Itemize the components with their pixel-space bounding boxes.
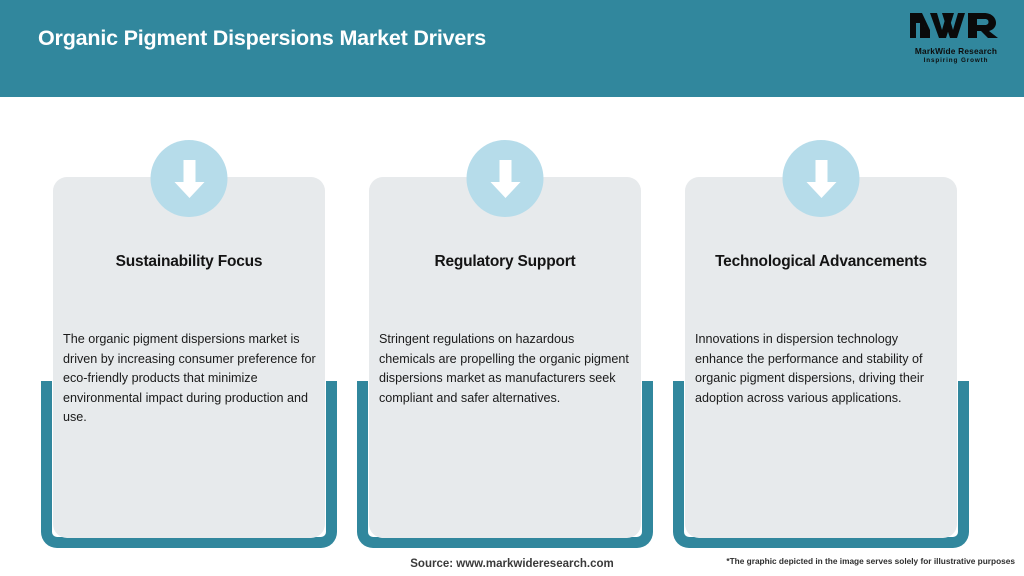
mwr-logo-icon xyxy=(904,10,1008,45)
card-accent-frame xyxy=(41,381,337,548)
card-body-text: Innovations in dispersion technology enh… xyxy=(695,332,924,405)
driver-card-1: Sustainability Focus The organic pigment… xyxy=(41,140,337,550)
down-arrow-icon xyxy=(466,140,544,217)
card-body-text: The organic pigment dispersions market i… xyxy=(63,332,316,424)
markwide-research-logo: MarkWide Research Inspiring Growth xyxy=(904,10,1008,64)
card-surface: Sustainability Focus The organic pigment… xyxy=(53,140,325,538)
card-title: Sustainability Focus xyxy=(115,253,263,270)
driver-card-2: Regulatory Support Stringent regulations… xyxy=(357,140,653,550)
card-accent-frame xyxy=(357,381,653,548)
down-arrow-icon xyxy=(782,140,860,217)
card-body-text: Stringent regulations on hazardous chemi… xyxy=(379,332,629,405)
logo-tagline: Inspiring Growth xyxy=(923,57,989,64)
disclaimer-note: *The graphic depicted in the image serve… xyxy=(726,556,1015,566)
card-accent-frame xyxy=(673,381,969,548)
source-label: Source: www.markwideresearch.com xyxy=(410,558,614,570)
header-bar: Organic Pigment Dispersions Market Drive… xyxy=(0,0,1024,97)
card-title: Technological Advancements xyxy=(715,253,927,270)
card-surface: Regulatory Support Stringent regulations… xyxy=(369,140,641,538)
card-surface: Technological Advancements Innovations i… xyxy=(685,140,957,538)
logo-company-name: MarkWide Research xyxy=(914,46,998,56)
page-title: Organic Pigment Dispersions Market Drive… xyxy=(38,26,487,50)
down-arrow-icon xyxy=(150,140,228,217)
card-title: Regulatory Support xyxy=(434,253,576,270)
driver-card-3: Technological Advancements Innovations i… xyxy=(673,140,969,550)
